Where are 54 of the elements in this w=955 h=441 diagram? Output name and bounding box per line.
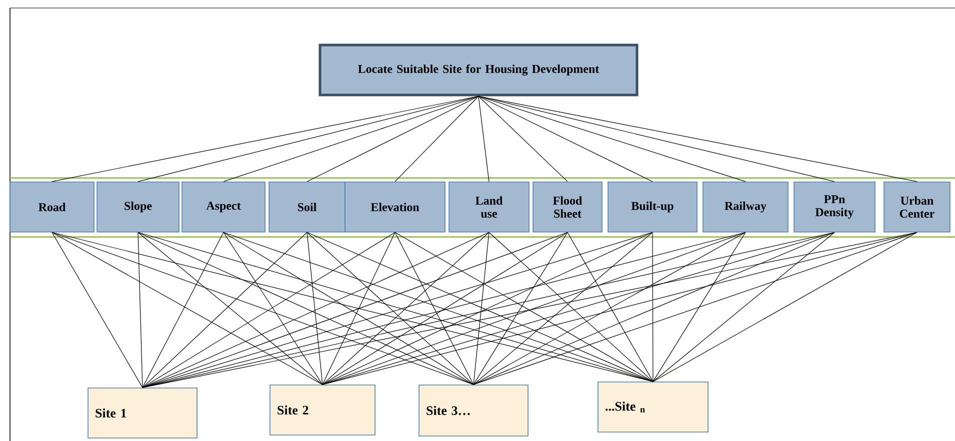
connector-line — [652, 232, 835, 382]
site-box: Site 1 — [88, 388, 198, 438]
site-box: ...Site $_{n}$ — [598, 382, 708, 432]
connector-line — [394, 232, 474, 385]
criterion-box: Built-up — [608, 182, 698, 232]
criterion-box: Road — [10, 182, 94, 232]
connector-line — [652, 232, 918, 382]
connector-line — [478, 96, 746, 182]
connector-line — [322, 232, 568, 385]
connector-line — [223, 232, 323, 385]
connector-line — [306, 232, 323, 385]
connector-line — [223, 232, 474, 385]
site-box: Site 3… — [418, 384, 528, 436]
connector-line — [473, 232, 490, 385]
connector-line — [52, 232, 323, 385]
connector-line — [52, 232, 474, 385]
connector-line — [567, 232, 654, 382]
criterion-box: Elevation — [344, 182, 446, 232]
connector-line — [473, 232, 918, 385]
criterion-box: Land use — [448, 182, 530, 232]
criterion-box: Urban Center — [884, 182, 950, 232]
connector-line — [52, 232, 143, 388]
connector-line — [473, 232, 835, 385]
connector-line — [652, 232, 746, 382]
connector-line — [142, 232, 224, 388]
connector-line — [478, 96, 835, 182]
connector-line — [322, 232, 396, 385]
connector-line — [394, 232, 654, 382]
connector-line — [322, 232, 746, 385]
criterion-box: Soil — [268, 182, 346, 232]
criterion-box: Slope — [96, 182, 180, 232]
connector-line — [306, 96, 479, 182]
connector-line — [394, 96, 479, 182]
connector-line — [142, 232, 396, 388]
criterion-box: Flood Sheet — [532, 182, 602, 232]
criterion-box: PPn Density — [794, 182, 876, 232]
connector-line — [306, 232, 474, 385]
connector-line — [478, 96, 490, 182]
connector-line — [322, 232, 490, 385]
goal-box: Locate Suitable Site for Housing Development — [318, 44, 638, 96]
connector-line — [223, 96, 479, 182]
connector-line — [478, 96, 918, 182]
connector-line — [478, 96, 568, 182]
connector-line — [138, 232, 143, 388]
site-box: Site 2 — [270, 384, 376, 436]
criterion-box: Railway — [702, 182, 788, 232]
connector-line — [142, 232, 568, 388]
connector-line — [478, 96, 653, 182]
connector-line — [652, 232, 654, 382]
connector-line — [473, 232, 746, 385]
criterion-box: Aspect — [182, 182, 266, 232]
connector-line — [138, 96, 479, 182]
connector-line — [223, 232, 654, 382]
connector-line — [473, 232, 568, 385]
